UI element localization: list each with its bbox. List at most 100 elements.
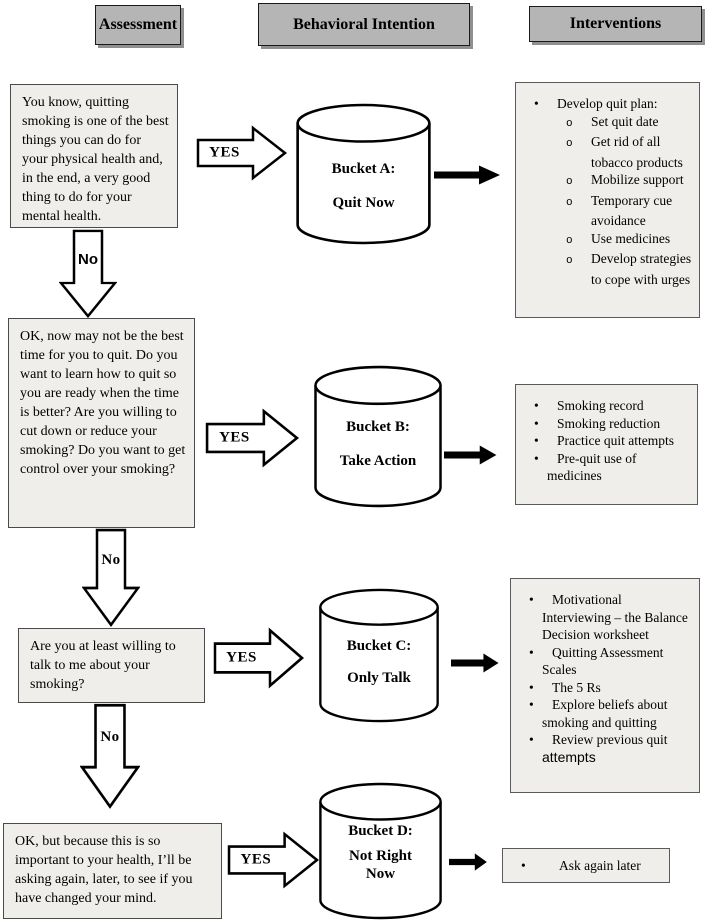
yes-arrow-1-label: YES xyxy=(209,144,240,161)
intervention-item-text: Pre-quit use of medicines xyxy=(547,450,637,484)
cylinder-icon xyxy=(296,103,431,245)
circle-bullet-icon: o xyxy=(566,138,573,150)
disc-bullet-icon: • xyxy=(529,592,534,607)
disc-bullet-icon: • xyxy=(529,679,534,695)
yes-arrow-3-label: YES xyxy=(226,649,257,666)
flow-arrow-3 xyxy=(451,652,500,674)
assessment-box-only-talk: Are you at least willing to talk to me a… xyxy=(18,628,205,703)
bucket-d-cylinder: Bucket D: Not Right Now xyxy=(318,782,443,920)
bucket-a-subtitle: Quit Now xyxy=(332,194,395,211)
yes-arrow-2: YES xyxy=(205,408,300,468)
no-arrow-2-label: No xyxy=(101,552,121,568)
flow-arrow-2 xyxy=(444,444,498,466)
bucket-a-cylinder: Bucket A: Quit Now xyxy=(295,103,432,245)
flow-arrow-1 xyxy=(434,164,502,186)
intervention-item: •Review previous quit attempts xyxy=(519,731,693,766)
intervention-item: • Quitting Assessment Scales xyxy=(519,644,693,679)
bucket-b-subtitle: Take Action xyxy=(339,453,417,470)
intervention-item: •Develop quit plan: xyxy=(524,95,693,113)
yes-arrow-4-label: YES xyxy=(240,851,272,868)
assessment-box-quit-now: You know, quitting smoking is one of the… xyxy=(10,84,178,228)
bucket-c-title: Bucket C: xyxy=(346,637,412,654)
cylinder-icon xyxy=(319,782,442,920)
disc-bullet-icon: • xyxy=(521,858,526,873)
circle-bullet-icon: o xyxy=(566,255,573,267)
intervention-item: o Mobilize support xyxy=(524,171,693,192)
intervention-item-text: Explore beliefs about smoking and quitti… xyxy=(542,697,668,730)
down-block-arrow-icon xyxy=(80,703,140,809)
cylinder-icon xyxy=(314,365,442,508)
intervention-item-text: Set quit date xyxy=(591,113,659,129)
disc-bullet-icon: • xyxy=(529,644,534,660)
column-header-interventions: Interventions xyxy=(529,6,702,42)
right-block-arrow-icon xyxy=(227,831,320,889)
flow-arrow-4 xyxy=(449,852,488,872)
intervention-item: •The 5 Rs xyxy=(519,679,693,697)
intervention-item: • Motivational Interviewing – the Balance… xyxy=(519,591,693,644)
interventions-box-take-action: • Smoking record • Smoking reduction • Practi… xyxy=(515,384,698,505)
intervention-item: • Smoking reduction xyxy=(524,415,691,433)
disc-bullet-icon: • xyxy=(529,697,534,712)
circle-bullet-icon: o xyxy=(566,117,573,130)
right-block-arrow-icon xyxy=(205,408,299,468)
intervention-item-text: Quitting Assessment Scales xyxy=(542,644,664,678)
yes-arrow-3: YES xyxy=(213,627,305,689)
thick-right-arrow-icon xyxy=(444,445,497,465)
bucket-b-title: Bucket B: xyxy=(346,418,410,435)
yes-arrow-2-label: YES xyxy=(219,429,250,446)
no-arrow-2: No xyxy=(82,528,140,628)
intervention-item: o Temporary cue avoidance xyxy=(524,192,693,230)
disc-bullet-icon: • xyxy=(534,433,539,448)
no-arrow-3: No xyxy=(80,703,140,810)
bucket-b-cylinder: Bucket B: Take Action xyxy=(313,365,443,508)
no-arrow-3-label: No xyxy=(100,728,120,745)
disc-bullet-icon: • xyxy=(534,398,539,413)
bucket-d-subtitle: Not Right Now xyxy=(349,847,412,882)
column-header-assessment: Assessment xyxy=(95,5,181,45)
column-header-behavioral-intention: Behavioral Intention xyxy=(258,3,470,46)
disc-bullet-icon: • xyxy=(529,732,534,747)
down-block-arrow-icon xyxy=(59,229,117,319)
bucket-c-cylinder: Bucket C: Only Talk xyxy=(318,588,440,723)
circle-bullet-icon: o xyxy=(566,196,573,209)
intervention-item-text: Mobilize support xyxy=(591,172,684,187)
interventions-box-ask-again-later: • Ask again later xyxy=(502,848,670,883)
disc-bullet-icon: • xyxy=(534,96,539,111)
intervention-item: • Ask again later xyxy=(511,857,663,875)
disc-bullet-icon: • xyxy=(534,450,539,466)
bucket-d-title: Bucket D: xyxy=(348,823,413,840)
intervention-item: • Explore beliefs about smoking and quitt… xyxy=(519,696,693,731)
intervention-item-text: Practice quit attempts xyxy=(557,433,674,448)
intervention-item: • Practice quit attempts xyxy=(524,432,691,450)
thick-right-arrow-icon xyxy=(449,853,487,871)
assessment-box-take-action: OK, now may not be the best time for you… xyxy=(8,318,195,528)
intervention-item-text: Use medicines xyxy=(591,230,671,246)
disc-bullet-icon: • xyxy=(534,415,539,431)
circle-bullet-icon: o xyxy=(566,176,573,188)
bucket-c-subtitle: Only Talk xyxy=(347,670,411,686)
thick-right-arrow-icon xyxy=(451,653,499,673)
no-arrow-1-label: No xyxy=(78,250,98,268)
no-arrow-1: No xyxy=(59,229,117,319)
intervention-item: o Use medicines xyxy=(524,230,693,251)
intervention-item-text: Smoking reduction xyxy=(557,415,661,431)
cylinder-icon xyxy=(319,588,439,723)
yes-arrow-4: YES xyxy=(227,831,320,889)
intervention-item-text: Motivational Interviewing – the Balance … xyxy=(542,592,688,642)
intervention-item: o Set quit date xyxy=(524,113,693,134)
right-block-arrow-icon xyxy=(196,125,288,181)
circle-bullet-icon: o xyxy=(566,234,573,247)
intervention-item: • Smoking record xyxy=(524,397,691,415)
thick-right-arrow-icon xyxy=(434,165,500,185)
intervention-item-text: Ask again later xyxy=(559,858,641,873)
down-block-arrow-icon xyxy=(82,528,140,627)
intervention-item-text-sans: attempts xyxy=(542,748,596,765)
assessment-box-not-right-now: OK, but because this is so important to … xyxy=(3,823,222,919)
yes-arrow-1: YES xyxy=(196,125,288,181)
intervention-item-text: Temporary cue avoidance xyxy=(591,192,673,229)
intervention-item-text: Smoking record xyxy=(557,398,644,413)
